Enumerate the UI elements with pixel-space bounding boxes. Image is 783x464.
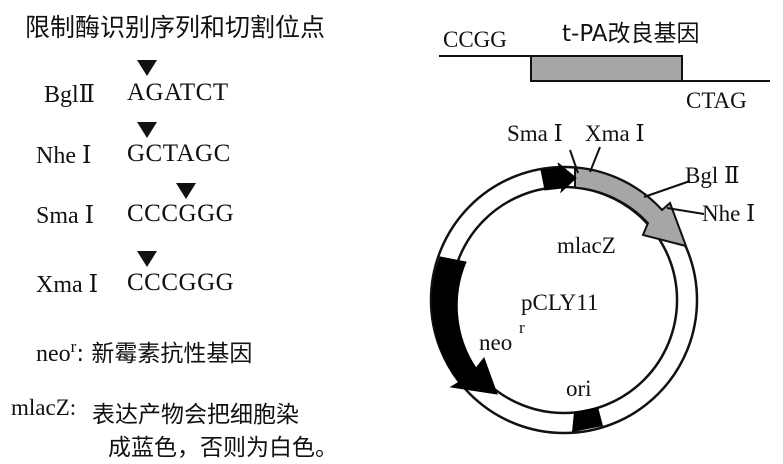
enzyme-name-smai: Sma Ⅰ [36, 203, 95, 229]
enzyme-sequence-xmai: CCCGGG [127, 269, 235, 296]
neo-legend-term: neo [36, 341, 71, 367]
site-label-sma-i: Sma Ⅰ [507, 121, 563, 146]
fragment-right-end: CTAG [686, 88, 747, 113]
enzyme-name-bglii: BglⅡ [44, 82, 95, 108]
cut-site-marker-nhei [137, 122, 157, 138]
neo-gene-label-sup: r [519, 318, 525, 337]
cut-site-marker-smai [176, 183, 196, 199]
fragment-gene-box [530, 55, 683, 82]
xma-i-pointer [589, 146, 601, 173]
enzyme-sequence-bglii: AGATCT [127, 79, 229, 106]
enzyme-sequence-nhei: GCTAGC [127, 140, 231, 167]
bgl-ii-pointer [643, 180, 691, 198]
neo-legend-sup: r [70, 337, 77, 356]
ori-label: ori [566, 376, 592, 401]
restriction-table-title: 限制酶识别序列和切割位点 [25, 13, 326, 42]
cut-site-marker-bglii [137, 60, 157, 76]
fragment-label: t-PA改良基因 [562, 21, 699, 47]
mlacz-legend-term: mlacZ: [11, 395, 77, 420]
neo-legend: neor: 新霉素抗性基因 [36, 334, 252, 368]
neo-gene-label: neo [479, 330, 512, 355]
site-label-bgl-ii: Bgl Ⅱ [685, 163, 740, 188]
mlacz-gene-arrow [574, 166, 688, 248]
nhe-i-pointer [666, 207, 705, 215]
promoter-arrow [540, 162, 577, 194]
neo-legend-desc: : 新霉素抗性基因 [76, 341, 253, 367]
site-label-nhe-i: Nhe Ⅰ [702, 201, 755, 226]
enzyme-name-nhei: Nhe Ⅰ [36, 143, 92, 169]
mlacz-gene-label: mlacZ [557, 233, 616, 258]
fragment-left-end: CCGG [443, 27, 507, 52]
enzyme-sequence-smai: CCCGGG [127, 200, 235, 227]
sma-i-pointer [569, 149, 579, 174]
enzyme-name-xmai: Xma Ⅰ [36, 272, 99, 298]
cut-site-marker-xmai [137, 251, 157, 267]
mlacz-legend-desc-line1: 表达产物会把细胞染 [92, 402, 299, 428]
plasmid-name: pCLY11 [521, 290, 598, 315]
mlacz-legend-desc-line2: 成蓝色，否则为白色。 [108, 435, 338, 461]
site-label-xma-i: Xma Ⅰ [585, 121, 645, 146]
ori-block [572, 407, 603, 432]
neo-gene-arrow [431, 256, 498, 395]
